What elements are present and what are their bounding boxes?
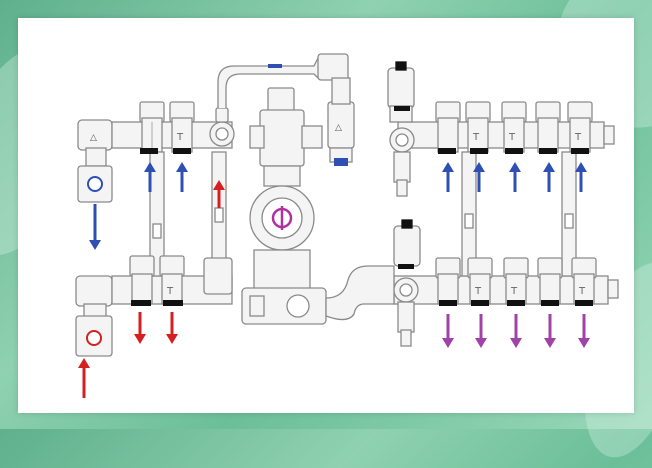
strainer-block [241,287,327,325]
arrow-up-icon [509,162,521,192]
arrow-up-icon [442,162,454,192]
left-supply-elbow [75,275,113,319]
valve-marker [334,158,348,166]
svg-text:T: T [176,132,184,143]
outlet-valve-head [537,257,563,305]
arrow-up-icon [78,358,90,398]
pressure-gauge [393,277,419,347]
svg-text:T: T [166,286,174,297]
supply-manifold-right [393,275,609,305]
valve-head: T [169,101,195,153]
valve-head: T [159,255,185,305]
svg-text:T: T [578,286,586,297]
outlet-valve-head [435,257,461,305]
pipe-window [564,213,574,229]
bypass-marker [268,64,282,68]
outlet-valve-head: T [465,101,491,153]
outlet-valve-head: T [467,257,493,305]
thermostatic-valve: △ [327,77,355,163]
return-connector-pipe [325,265,395,321]
svg-text:△: △ [90,133,97,143]
valve-bands [131,106,593,306]
svg-text:T: T [510,286,518,297]
diagram-card: △ [18,18,634,413]
left-return-elbow: △ [77,119,113,167]
arrow-up-icon [213,180,225,208]
arrow-up-icon [176,162,188,192]
svg-text:△: △ [335,123,342,133]
arrow-up-icon [543,162,555,192]
pipe-window [464,213,474,229]
manifold-schematic: △ [75,53,619,398]
arrow-down-icon [475,314,487,348]
valve-head [129,255,155,305]
outlet-valve-head: T [501,101,527,153]
bypass-valve [317,53,349,81]
arrow-up-icon [473,162,485,192]
svg-text:T: T [474,286,482,297]
thermometer-icon [209,107,235,147]
left-supply-valve [75,315,113,357]
valve-head [203,257,233,295]
arrow-down-icon [442,314,454,348]
outlet-valve-head: T [567,101,593,153]
air-vent-icon [393,219,421,267]
outlet-valve-head [535,101,561,153]
svg-text:T: T [574,132,582,143]
outlet-valve-head [435,101,461,153]
manifold-end-cap [603,125,615,145]
arrow-up-icon [575,162,587,192]
valve-head [139,101,165,153]
pressure-gauge [389,127,415,197]
svg-text:T: T [472,132,480,143]
left-return-valve [77,165,113,203]
air-vent-icon [387,61,415,123]
arrow-down-icon [544,314,556,348]
arrow-down-icon [510,314,522,348]
mixing-valve [249,87,323,167]
arrow-up-icon [144,162,156,192]
outlet-valve-head: T [503,257,529,305]
flow-arrows [78,162,590,398]
pipe-window [214,207,224,223]
svg-text:T: T [508,132,516,143]
pump-rotor-icon [271,206,293,230]
arrow-down-icon [578,314,590,348]
arrow-down-icon [166,312,178,344]
outlet-valve-head: T [571,257,597,305]
manifold-end-cap [607,279,619,299]
arrow-down-icon [89,204,101,250]
arrow-down-icon [134,312,146,344]
pipe-window [152,223,162,239]
